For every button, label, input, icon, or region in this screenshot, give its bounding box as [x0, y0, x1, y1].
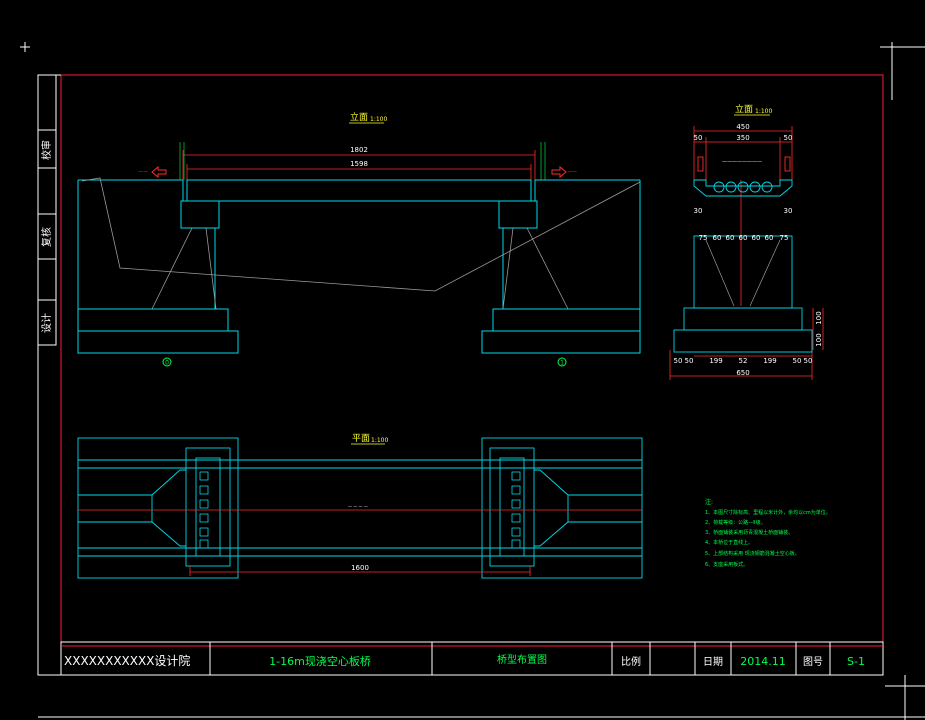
section-title: 立面 [735, 103, 753, 115]
section-dim-bottom: 650 [736, 369, 749, 377]
section-dim-row: 75 60 60 60 60 60 75 [699, 234, 789, 242]
notes-block: 注: 1、本图尺寸除标高、里程以米计外，余均以cm为单位。 2、荷载等级：公路—… [705, 498, 831, 568]
section-view: 立面 1:100 450 50 350 50 30 30 [669, 103, 824, 380]
section-hatch [705, 239, 781, 307]
drawing-name: 桥型布置图 [497, 653, 547, 666]
dim-base-0: 50 [674, 357, 683, 365]
elevation-structure [77, 179, 641, 354]
section-label-deck: ———————— [722, 159, 762, 165]
section-dim-side-1: 30 [784, 207, 793, 215]
dim-row-6: 75 [780, 234, 789, 242]
right-arrow-icon [551, 165, 567, 179]
elevation-scale: 1:100 [370, 116, 387, 123]
plan-dim-total: 1600 [351, 564, 369, 572]
elevation-view: 立面 1:100 1802 1598 —— —— [77, 111, 641, 367]
number-label: 图号 [803, 656, 823, 668]
axis-label-1: 1 [560, 360, 564, 367]
right-arrow-label: —— [567, 169, 577, 175]
section-dim-vertical-1: 100 [815, 333, 823, 346]
ground-lines [81, 177, 641, 310]
section-dim-base: 50 50 199 52 199 50 50 [674, 357, 813, 365]
dim-base-5: 50 [793, 357, 802, 365]
elevation-dim-inner: 1598 [350, 160, 368, 168]
note-5: 5、上部结构采用 现浇钢筋混凝土空心板。 [705, 550, 800, 557]
plan-centerline-label: — — — — [348, 504, 368, 509]
dim-row-5: 60 [765, 234, 774, 242]
dim-row-4: 60 [752, 234, 761, 242]
title-block: XXXXXXXXXXX设计院 1-16m现浇空心板桥 桥型布置图 比例 日期 2… [60, 641, 884, 676]
institute-name: XXXXXXXXXXX设计院 [64, 654, 190, 668]
dim-base-3: 52 [739, 357, 748, 365]
dim-base-2: 199 [709, 357, 722, 365]
plan-title: 平面 [352, 433, 370, 444]
plan-bearing-pads [199, 471, 521, 549]
dim-row-1: 60 [713, 234, 722, 242]
dim-base-4: 199 [763, 357, 776, 365]
left-arrow-icon [151, 165, 167, 179]
note-3: 3、桥面铺装采用沥青混凝土桥面铺装。 [705, 529, 793, 536]
section-dim-total: 450 [736, 123, 749, 131]
section-dim-vertical-0: 100 [815, 311, 823, 324]
number-value: S-1 [847, 655, 865, 668]
axis-label-0: 0 [165, 360, 169, 367]
note-6: 6、支座采用板式。 [705, 561, 748, 568]
strip-label-check: 复核 [40, 227, 53, 247]
note-2: 2、荷载等级：公路—Ⅱ级。 [705, 519, 766, 526]
section-dim-sub-1: 350 [736, 134, 749, 142]
strip-label-review: 校审 [40, 140, 53, 160]
elevation-title: 立面 [350, 111, 368, 123]
axis-marker-1 [557, 357, 567, 367]
plan-scale: 1:100 [371, 437, 388, 444]
section-dim-side-0: 30 [694, 207, 703, 215]
scale-label: 比例 [621, 655, 641, 668]
section-scale: 1:100 [755, 108, 772, 115]
approval-strip: 校审 复核 设计 [37, 74, 57, 346]
dim-base-6: 50 [804, 357, 813, 365]
plan-outline [77, 437, 643, 579]
plan-view: 平面 1:100 [77, 433, 643, 579]
strip-label-design: 设计 [40, 313, 53, 333]
notes-heading: 注: [705, 498, 713, 506]
note-4: 4、本桥位于直线上。 [705, 539, 753, 546]
elevation-dimensions [182, 150, 536, 180]
section-dim-sub-0: 50 [694, 134, 703, 142]
dim-row-0: 75 [699, 234, 708, 242]
note-1: 1、本图尺寸除标高、里程以米计外，余均以cm为单位。 [705, 509, 831, 516]
plan-dimension [189, 566, 531, 576]
date-label: 日期 [703, 656, 723, 668]
dim-row-2: 60 [726, 234, 735, 242]
left-arrow-label: —— [138, 169, 148, 175]
axis-marker-0 [162, 357, 172, 367]
section-deck [673, 156, 813, 353]
dim-row-3: 60 [739, 234, 748, 242]
section-dim-sub-2: 50 [784, 134, 793, 142]
dim-base-1: 50 [685, 357, 694, 365]
date-value: 2014.11 [740, 655, 786, 668]
elevation-dim-total: 1802 [350, 146, 368, 154]
project-name: 1-16m现浇空心板桥 [269, 654, 371, 668]
elevation-level-marks [179, 142, 546, 180]
